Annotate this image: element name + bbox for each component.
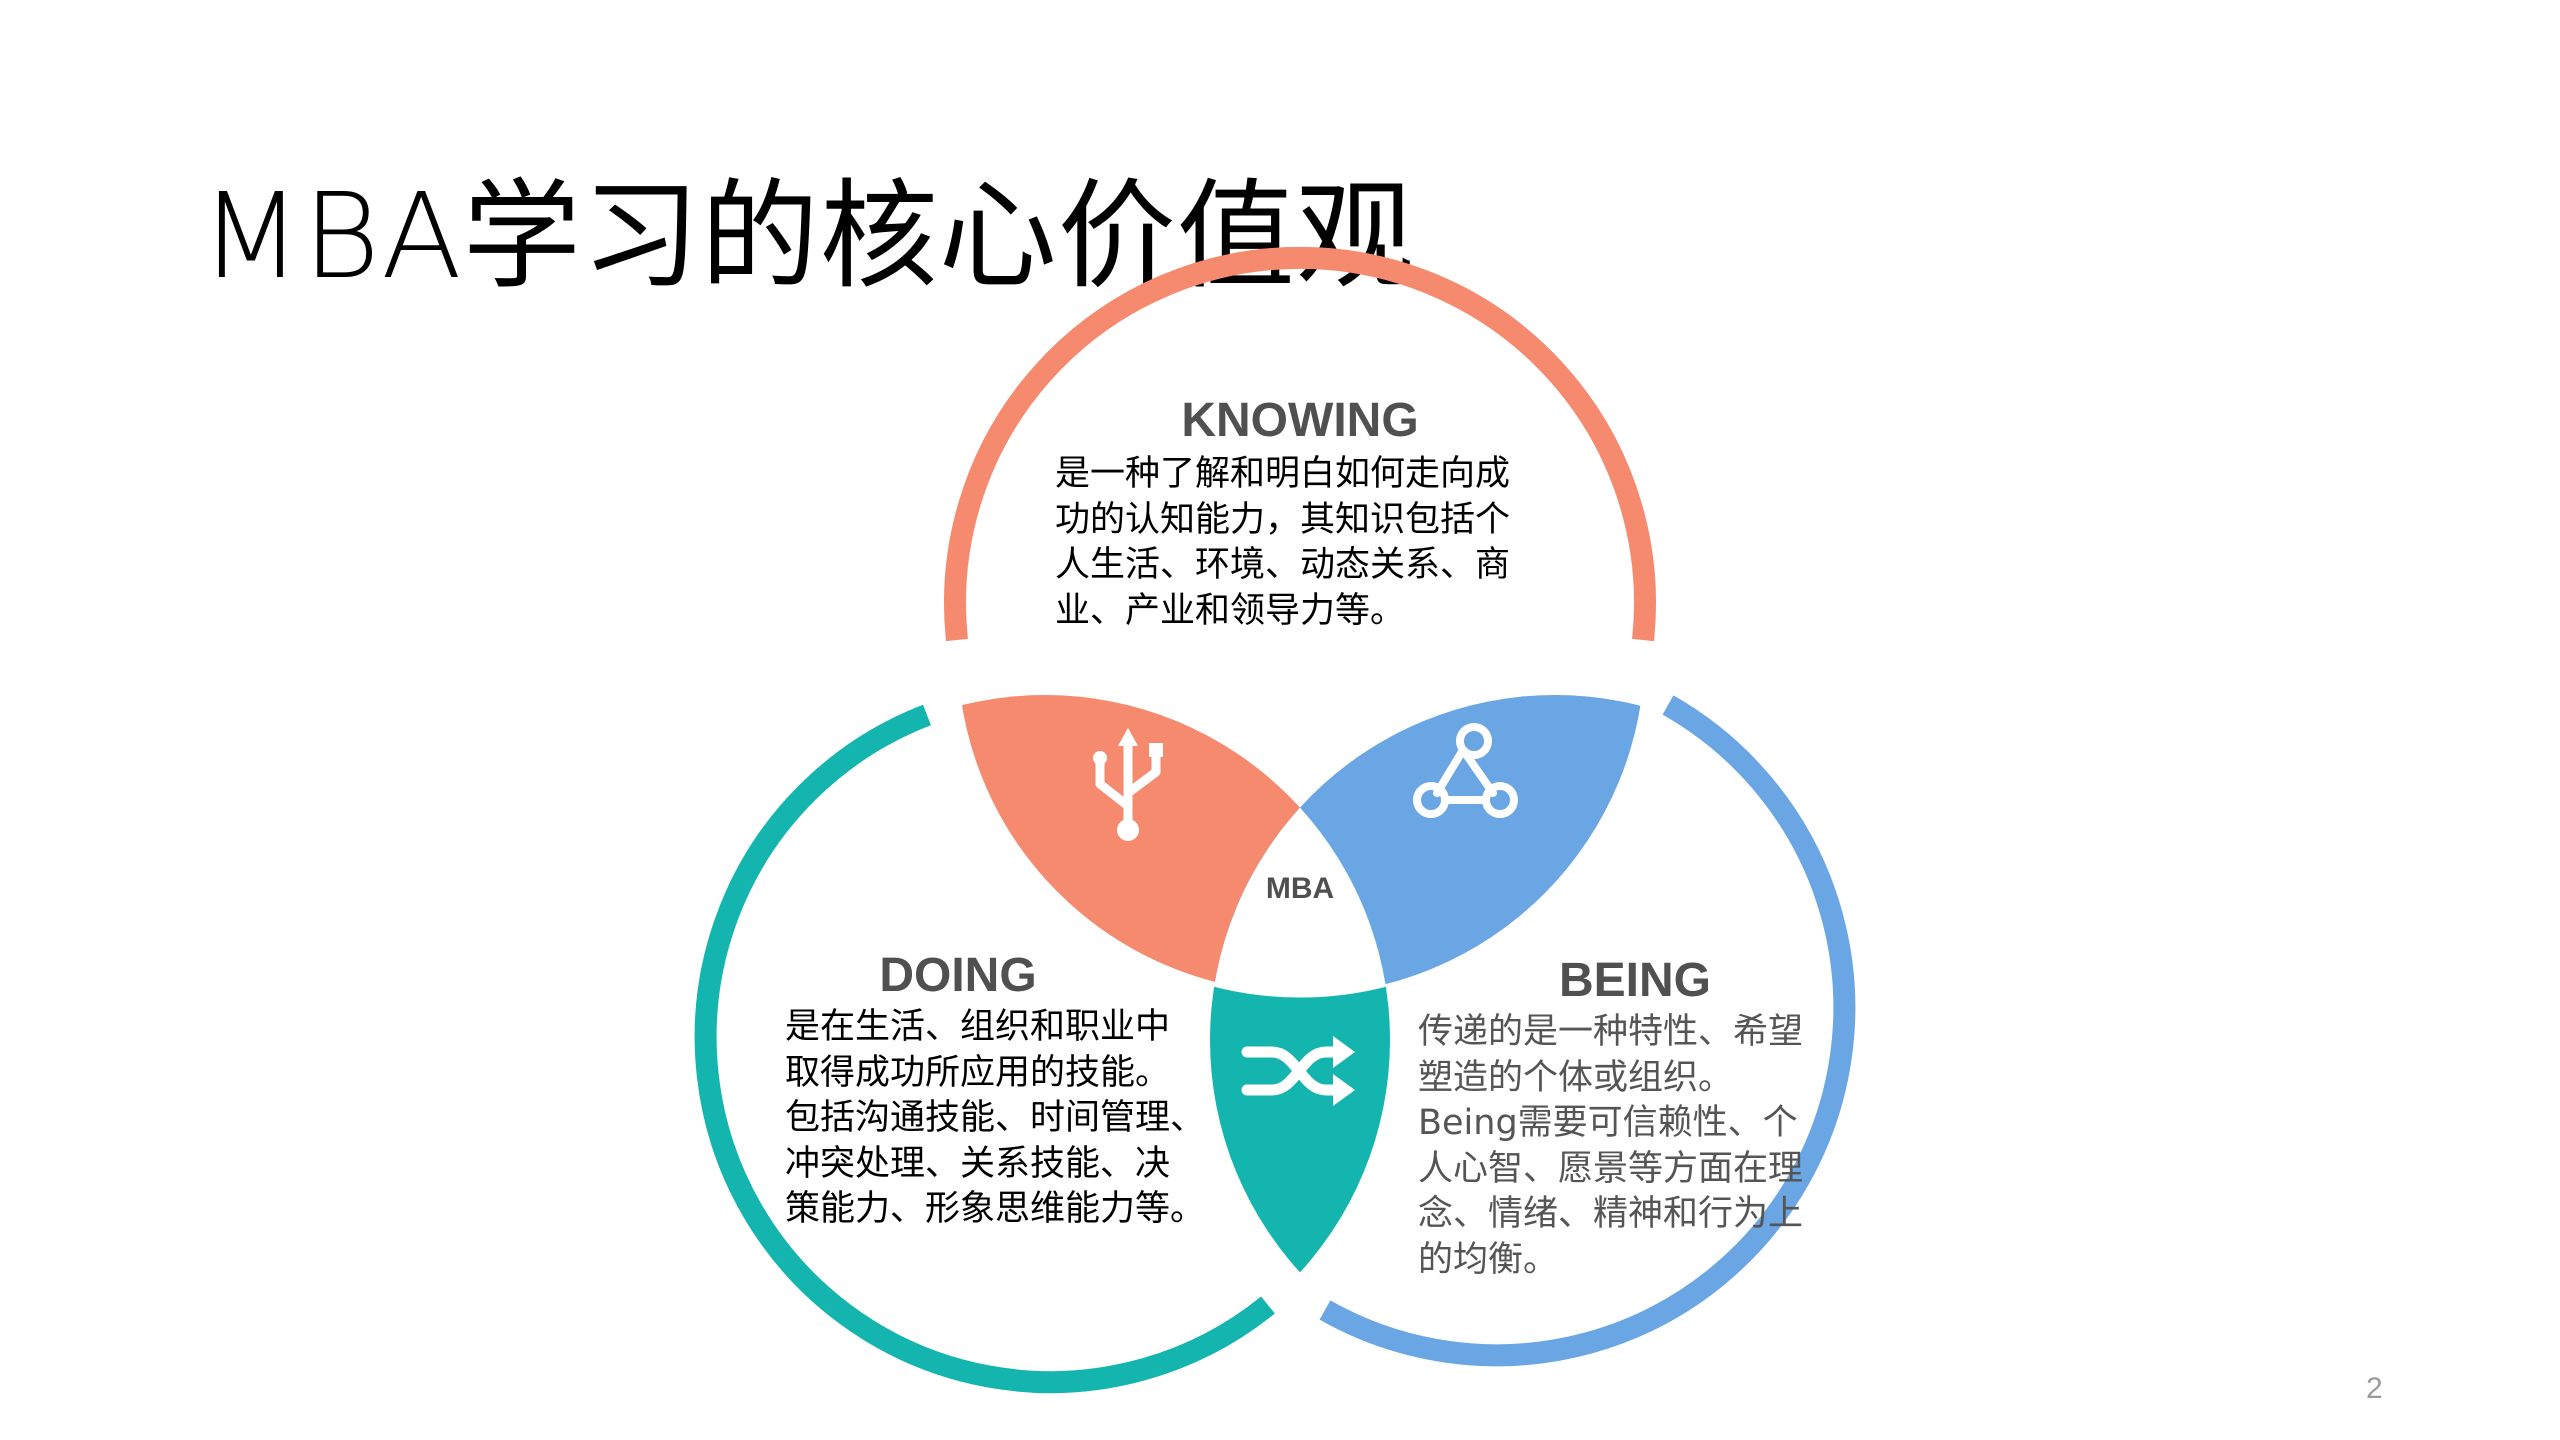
being-description: 传递的是一种特性、希望 塑造的个体或组织。 Being需要可信赖性、个 人心智、…	[1418, 1010, 1803, 1283]
being-line: 的均衡。	[1418, 1239, 1559, 1280]
being-line: 人心智、愿景等方面在理	[1418, 1148, 1804, 1189]
knowing-doing-lens	[955, 695, 1390, 995]
knowing-line: 是一种了解和明白如何走向成	[1055, 454, 1511, 494]
knowing-description: 是一种了解和明白如何走向成 功的认知能力，其知识包括个 人生活、环境、动态关系、…	[1055, 452, 1510, 634]
being-line: 传递的是一种特性、希望	[1418, 1012, 1804, 1052]
shuffle-icon	[1241, 1036, 1355, 1106]
slide-title: MBA学习的核心价值观	[200, 167, 1415, 305]
doing-line: 冲突处理、关系技能、决	[785, 1143, 1171, 1184]
center-label: MBA	[1266, 872, 1334, 905]
being-line: 念、情绪、精神和行为上	[1418, 1194, 1804, 1234]
page-number: 2	[2366, 1372, 2383, 1405]
knowing-being-lens	[1210, 695, 1645, 995]
usb-icon	[1093, 728, 1163, 841]
doing-description: 是在生活、组织和职业中 取得成功所应用的技能。 包括沟通技能、时间管理、 冲突处…	[785, 1005, 1205, 1233]
being-line: Being需要可信赖性、个	[1418, 1103, 1798, 1143]
doing-line: 包括沟通技能、时间管理、	[785, 1098, 1206, 1138]
knowing-line: 功的认知能力，其知识包括个	[1055, 499, 1511, 540]
doing-heading: DOING	[879, 949, 1037, 1002]
being-heading: BEING	[1558, 954, 1711, 1007]
knowing-line: 业、产业和领导力等。	[1055, 590, 1406, 631]
doing-line: 是在生活、组织和职业中	[785, 1007, 1171, 1047]
being-line: 塑造的个体或组织。	[1418, 1057, 1734, 1098]
knowing-line: 人生活、环境、动态关系、商	[1055, 545, 1511, 585]
doing-line: 取得成功所应用的技能。	[785, 1052, 1171, 1093]
share-icon	[1413, 723, 1518, 818]
knowing-heading: KNOWING	[1181, 394, 1419, 447]
doing-line: 策能力、形象思维能力等。	[785, 1189, 1206, 1229]
knowing-ring	[944, 246, 1656, 642]
being-ring	[1319, 695, 1856, 1367]
doing-ring	[694, 704, 1275, 1394]
